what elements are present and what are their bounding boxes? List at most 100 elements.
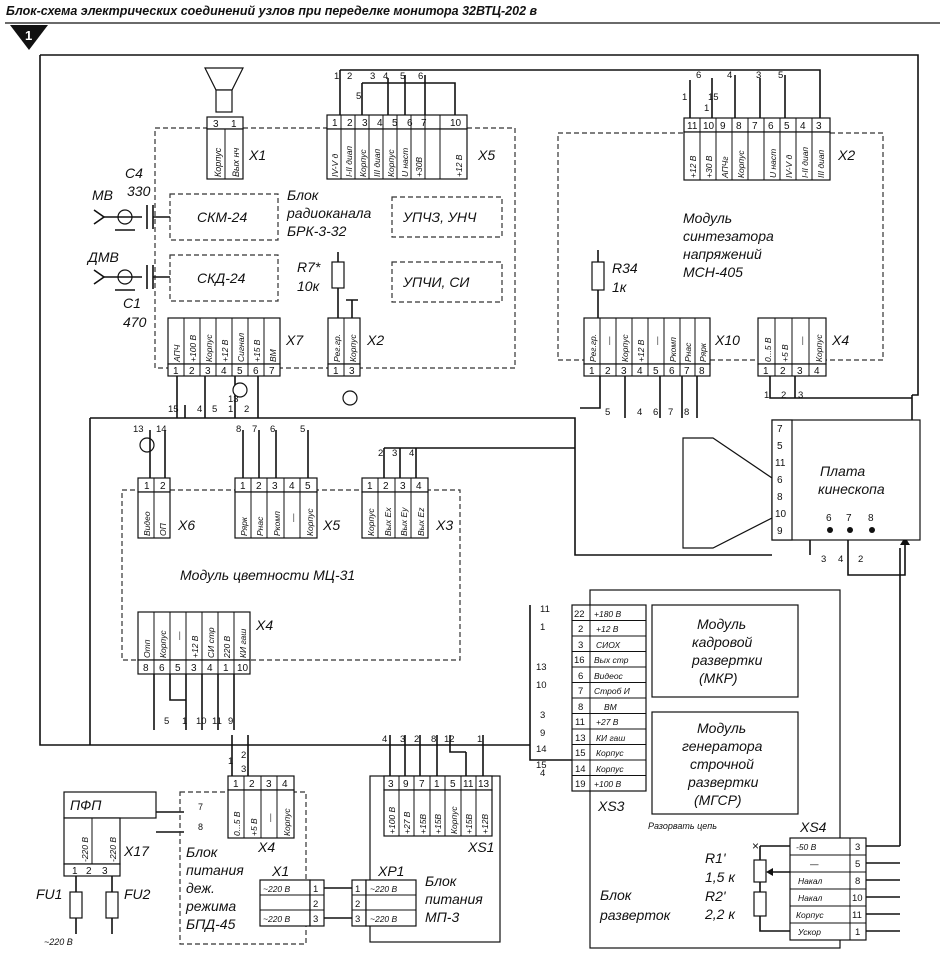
svg-text:3: 3 bbox=[540, 710, 545, 721]
svg-text:+12 В: +12 В bbox=[688, 155, 698, 178]
svg-text:3: 3 bbox=[756, 70, 761, 81]
svg-text:Корпус: Корпус bbox=[305, 508, 315, 536]
kinescope-pin-labels: 7 5 11 6 8 10 9 bbox=[775, 424, 787, 537]
connector-xp1: XP1 123 ~220 В ~220 В bbox=[324, 863, 417, 927]
svg-text:6: 6 bbox=[418, 71, 423, 82]
svg-text:Разорвать цепь: Разорвать цепь bbox=[648, 821, 717, 831]
svg-text:11: 11 bbox=[212, 716, 222, 727]
svg-text:5: 5 bbox=[212, 404, 217, 415]
svg-text:8: 8 bbox=[198, 822, 203, 832]
svg-text:6: 6 bbox=[653, 407, 658, 418]
svg-text:1: 1 bbox=[682, 92, 687, 103]
svg-text:строчной: строчной bbox=[690, 756, 754, 772]
svg-text:Рярк: Рярк bbox=[239, 516, 249, 536]
svg-text:Блок: Блок bbox=[425, 873, 458, 889]
svg-text:7: 7 bbox=[846, 513, 852, 524]
svg-text:16: 16 bbox=[574, 655, 585, 666]
svg-text:X17: X17 bbox=[123, 843, 150, 859]
svg-text:3: 3 bbox=[816, 121, 822, 132]
svg-text:Рег.гр.: Рег.гр. bbox=[588, 334, 598, 362]
svg-text:5: 5 bbox=[392, 118, 398, 129]
svg-text:+12В: +12В bbox=[480, 814, 490, 834]
svg-text:КИ гаш: КИ гаш bbox=[238, 629, 248, 658]
svg-text:10к: 10к bbox=[297, 278, 321, 294]
svg-text:4: 4 bbox=[289, 481, 295, 492]
svg-text:1: 1 bbox=[333, 366, 339, 377]
svg-text:6: 6 bbox=[253, 366, 259, 377]
svg-text:3: 3 bbox=[191, 663, 197, 674]
svg-text:11: 11 bbox=[775, 458, 786, 469]
svg-text:4: 4 bbox=[207, 663, 213, 674]
svg-text:2: 2 bbox=[189, 366, 195, 377]
svg-text:~220 В: ~220 В bbox=[370, 884, 398, 894]
svg-text:Рнас: Рнас bbox=[255, 516, 265, 536]
svg-text:2: 2 bbox=[347, 118, 353, 129]
svg-text:11: 11 bbox=[575, 717, 585, 728]
svg-text:11: 11 bbox=[852, 910, 862, 921]
svg-text:Блок: Блок bbox=[287, 187, 320, 203]
svg-text:III диап: III диап bbox=[816, 149, 826, 178]
svg-text:7: 7 bbox=[269, 366, 275, 377]
svg-text:+15В: +15В bbox=[418, 814, 428, 834]
svg-text:10: 10 bbox=[852, 893, 863, 904]
svg-text:13: 13 bbox=[575, 733, 586, 744]
svg-text:+15 В: +15 В bbox=[252, 339, 262, 362]
svg-text:4: 4 bbox=[197, 404, 202, 415]
svg-text:Ускор: Ускор bbox=[797, 927, 821, 937]
main-wiring bbox=[39, 54, 919, 761]
svg-text:10: 10 bbox=[237, 663, 249, 674]
svg-text:Модуль: Модуль bbox=[697, 720, 746, 736]
svg-text:Сигнал: Сигнал bbox=[236, 333, 246, 362]
razv-label: Блок разверток bbox=[599, 887, 672, 923]
svg-text:8: 8 bbox=[699, 366, 705, 377]
svg-text:МСН-405: МСН-405 bbox=[683, 264, 743, 280]
svg-text:развертки: развертки bbox=[691, 652, 763, 668]
svg-text:4: 4 bbox=[382, 734, 387, 745]
svg-text:3: 3 bbox=[313, 914, 318, 925]
svg-text:развертки: развертки bbox=[687, 774, 759, 790]
svg-text:14: 14 bbox=[536, 744, 547, 755]
svg-text:Корпус: Корпус bbox=[204, 334, 214, 362]
svg-text:питания: питания bbox=[186, 862, 244, 878]
svg-text:генератора: генератора bbox=[682, 738, 763, 754]
svg-text:АПЧг: АПЧг bbox=[720, 156, 730, 179]
svg-text:4: 4 bbox=[282, 779, 288, 790]
svg-text:+12 В: +12 В bbox=[596, 624, 619, 634]
svg-text:11: 11 bbox=[687, 121, 698, 132]
svg-text:+15В: +15В bbox=[464, 814, 474, 834]
connector-xs3: 22 2 3 16 6 7 8 11 13 15 14 19 +180 В +1… bbox=[571, 604, 647, 814]
dmv-input: ДМВ С1 470 bbox=[86, 249, 170, 330]
svg-text:X4: X4 bbox=[255, 617, 273, 633]
connector-xs4: XS4 -50 В — Накал Накал Корпус Ускор 3 5… bbox=[789, 548, 901, 941]
svg-text:4: 4 bbox=[814, 366, 820, 377]
svg-text:14: 14 bbox=[575, 764, 586, 775]
svg-text:U наст: U наст bbox=[768, 149, 778, 178]
page-title: Блок-схема электрических соединений узло… bbox=[6, 4, 537, 18]
svg-text:синтезатора: синтезатора bbox=[683, 228, 774, 244]
svg-text:+100 В: +100 В bbox=[387, 806, 397, 834]
svg-text:1: 1 bbox=[332, 118, 338, 129]
svg-text:FU2: FU2 bbox=[124, 886, 151, 902]
svg-text:Накал: Накал bbox=[798, 893, 823, 903]
svg-text:Модуль: Модуль bbox=[697, 616, 746, 632]
svg-text:9: 9 bbox=[720, 121, 726, 132]
svg-text:Корпус: Корпус bbox=[282, 808, 292, 836]
svg-text:Рярк: Рярк bbox=[698, 342, 708, 362]
svg-text:5: 5 bbox=[164, 716, 169, 727]
svg-text:X10: X10 bbox=[714, 332, 740, 348]
svg-text:1: 1 bbox=[313, 884, 318, 895]
svg-text:Корпус: Корпус bbox=[348, 334, 358, 362]
svg-text:1: 1 bbox=[182, 716, 187, 727]
svg-text:Корпус: Корпус bbox=[796, 910, 824, 920]
svg-text:3: 3 bbox=[266, 779, 272, 790]
svg-text:470: 470 bbox=[123, 314, 147, 330]
svg-text:2: 2 bbox=[347, 71, 352, 82]
svg-text:10: 10 bbox=[775, 509, 787, 520]
svg-text:6: 6 bbox=[669, 366, 675, 377]
svg-text:4: 4 bbox=[383, 71, 388, 82]
svg-text:X4: X4 bbox=[831, 332, 849, 348]
svg-text:8: 8 bbox=[868, 513, 874, 524]
